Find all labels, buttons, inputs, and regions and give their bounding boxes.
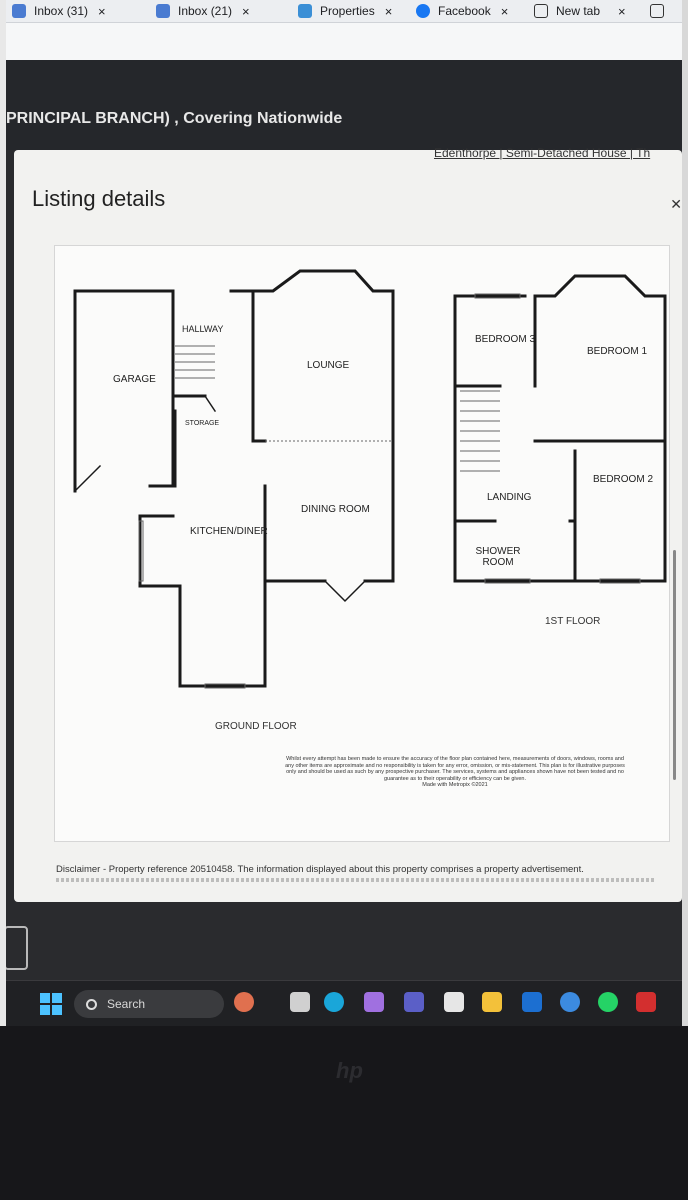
room-bedroom-3: BEDROOM 3: [475, 334, 536, 345]
tab-bar: Inbox (31) × Inbox (21) × Properties × F…: [6, 0, 682, 22]
mail-icon: [12, 4, 26, 18]
bedroom2-window: [599, 578, 641, 584]
kitchen-rear-window: [204, 683, 246, 689]
browser-toolbar: [6, 22, 682, 61]
tab-label: Facebook: [438, 4, 491, 18]
laptop-bezel: hp: [0, 1026, 688, 1200]
room-shower: SHOWER ROOM: [475, 546, 521, 568]
room-bedroom-2: BEDROOM 2: [593, 474, 654, 485]
lounge-bay: [251, 269, 395, 583]
page-icon: [298, 4, 312, 18]
browser-window: Inbox (31) × Inbox (21) × Properties × F…: [6, 0, 682, 980]
first-floor-walls: [453, 274, 667, 583]
store-icon[interactable]: [444, 992, 464, 1012]
close-icon[interactable]: ×: [500, 3, 509, 19]
tab-label: Inbox (31): [34, 4, 89, 18]
taskbar: Search: [6, 980, 682, 1027]
tab-new-tab[interactable]: New tab ×: [534, 0, 626, 22]
tab-label: Inbox (21): [178, 4, 233, 18]
modal-title: Listing details: [32, 186, 166, 211]
disclaimer-continued: [56, 878, 656, 882]
tab-inbox-1[interactable]: Inbox (31) ×: [12, 0, 106, 22]
copilot-icon[interactable]: [364, 992, 384, 1012]
ground-floor-label: GROUND FLOOR: [215, 721, 297, 732]
taskbar-search[interactable]: Search: [74, 990, 224, 1018]
tab-overflow[interactable]: [650, 0, 672, 22]
dining-left-wall: [263, 484, 327, 583]
branch-text: PRINCIPAL BRANCH) , Covering Nationwide: [6, 110, 343, 127]
side-widget[interactable]: [6, 926, 28, 970]
listing-subtitle: Edenthorpe | Semi-Detached House | Th: [434, 146, 651, 160]
bedroom3-window: [474, 293, 521, 299]
shield-icon[interactable]: [636, 992, 656, 1012]
search-icon: [86, 998, 97, 1010]
close-icon[interactable]: ×: [384, 3, 393, 19]
facebook-icon: [416, 4, 430, 18]
windows-start-icon[interactable]: [40, 993, 62, 1015]
page-header: [6, 60, 682, 150]
room-dining: DINING ROOM: [301, 504, 370, 515]
chrome-icon[interactable]: [560, 992, 580, 1012]
storage-door: [203, 394, 217, 413]
folder-icon[interactable]: [482, 992, 502, 1012]
hp-logo-icon: hp: [336, 1058, 363, 1083]
room-lounge: LOUNGE: [307, 360, 350, 371]
tab-properties[interactable]: Properties ×: [298, 0, 392, 22]
close-icon[interactable]: ×: [242, 3, 250, 19]
garage-walls: [73, 289, 175, 493]
first-floor-label: 1ST FLOOR: [545, 616, 601, 627]
tab-facebook[interactable]: Facebook ×: [416, 0, 508, 22]
app-icon[interactable]: [522, 992, 542, 1012]
hallway-wall: [171, 289, 207, 398]
whatsapp-icon[interactable]: [598, 992, 618, 1012]
room-hallway: HALLWAY: [182, 324, 224, 334]
left-edge: [0, 0, 6, 1026]
new-tab-icon: [650, 4, 664, 18]
room-storage: STORAGE: [185, 420, 220, 427]
floor-plan-note: Whilst every attempt has been made to en…: [285, 756, 625, 789]
search-label: Search: [107, 997, 146, 1011]
close-icon[interactable]: ×: [98, 3, 106, 19]
note-text: Whilst every attempt has been made to en…: [285, 756, 625, 782]
right-edge: [682, 0, 688, 1026]
listing-details-modal: Edenthorpe | Semi-Detached House | Th Li…: [14, 146, 682, 902]
room-garage: GARAGE: [113, 374, 156, 385]
room-bedroom-1: BEDROOM 1: [587, 346, 648, 357]
edge-icon[interactable]: [324, 992, 344, 1012]
rear-bay: [323, 579, 367, 603]
floor-plan[interactable]: GARAGE HALLWAY STORAGE LOUNGE DINING ROO…: [54, 245, 670, 842]
shower-window: [484, 578, 531, 584]
mail-icon: [156, 4, 170, 18]
teams-icon[interactable]: [404, 992, 424, 1012]
garage-door: [73, 464, 102, 493]
new-tab-icon: [534, 4, 548, 18]
balloons-icon[interactable]: [234, 992, 254, 1012]
credit-text: Made with Metropix ©2021: [422, 782, 488, 788]
tab-label: Properties: [320, 4, 375, 18]
room-landing: LANDING: [487, 492, 532, 503]
close-icon[interactable]: ✕: [670, 196, 682, 212]
floor-plan-drawing: [73, 269, 667, 689]
tab-inbox-2[interactable]: Inbox (21) ×: [156, 0, 250, 22]
task-view-icon[interactable]: [290, 992, 310, 1012]
lounge-left-wall: [251, 289, 267, 443]
kitchen-walls: [138, 514, 267, 688]
kitchen-window: [138, 520, 144, 582]
landing-stairs: [460, 390, 500, 472]
disclaimer-text: Disclaimer - Property reference 20510458…: [56, 864, 584, 875]
close-icon[interactable]: ×: [618, 3, 626, 19]
modal-scrollbar[interactable]: [673, 550, 676, 780]
tab-label: New tab: [556, 4, 601, 18]
hall-stairs: [175, 345, 215, 379]
room-kitchen: KITCHEN/DINER: [190, 526, 268, 537]
